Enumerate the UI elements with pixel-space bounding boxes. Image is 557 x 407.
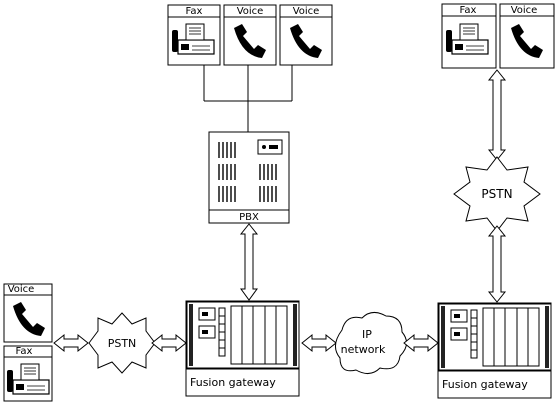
pbx: PBX <box>208 131 290 224</box>
pstn-left-label: PSTN <box>108 337 137 350</box>
ip-right-gateway-arrow <box>403 334 439 352</box>
left-pstn-gateway-arrow <box>151 334 187 352</box>
pstn-left-cloud: PSTN <box>88 312 156 374</box>
ip-network-label-line2: network <box>341 343 386 356</box>
gateway-panel <box>186 301 300 369</box>
voice-label: Voice <box>511 5 538 16</box>
voice-label: Voice <box>8 284 35 295</box>
right-devices-pstn-arrow <box>487 69 507 161</box>
pstn-right-label: PSTN <box>481 187 512 201</box>
right-voice-device: Voice <box>499 3 555 69</box>
left-voice-device: Voice <box>3 283 53 343</box>
left-devices-pstn-arrow <box>53 334 89 352</box>
pbx-label: PBX <box>239 212 259 223</box>
left-fusion-gateway: Fusion gateway <box>185 300 300 397</box>
ip-network-label-line1: IP <box>362 328 372 341</box>
right-fusion-gateway: Fusion gateway <box>437 302 552 399</box>
top-voice-device-2: Voice <box>279 4 333 66</box>
fax-label: Fax <box>186 6 203 17</box>
right-pstn-gateway-arrow <box>487 225 507 303</box>
fax-label: Fax <box>16 346 33 357</box>
pbx-vents <box>218 142 277 202</box>
ip-network-cloud: IP network <box>335 312 407 374</box>
voice-label: Voice <box>237 6 264 17</box>
top-fax-device: Fax <box>167 4 221 66</box>
right-gateway-label: Fusion gateway <box>442 378 528 391</box>
top-voice-device-1: Voice <box>223 4 277 66</box>
right-fax-device: Fax <box>441 3 497 69</box>
left-fax-device: Fax <box>3 345 53 402</box>
gateway-panel <box>438 303 552 371</box>
left-gateway-label: Fusion gateway <box>190 376 276 389</box>
fax-label: Fax <box>460 5 477 16</box>
pbx-gateway-link-arrow <box>239 223 259 301</box>
pstn-right-cloud: PSTN <box>453 156 541 232</box>
left-gateway-ip-arrow <box>301 334 337 352</box>
voice-label: Voice <box>293 6 320 17</box>
pbx-wiring <box>203 65 293 132</box>
